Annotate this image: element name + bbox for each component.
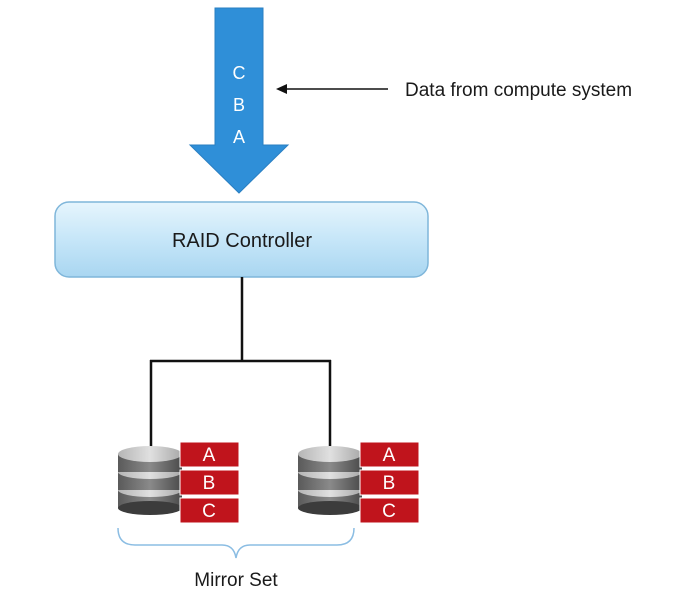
mirror-set-brace — [117, 527, 355, 559]
raid-controller-label: RAID Controller — [172, 230, 312, 252]
source-label: Data from compute system — [405, 80, 632, 101]
data-block — [359, 497, 420, 524]
disk-stack-icon — [298, 446, 362, 515]
source-pointer — [276, 84, 388, 94]
mirror-set-label: Mirror Set — [194, 570, 278, 591]
source-pointer-head — [276, 84, 287, 94]
connection-lines — [149, 277, 332, 450]
data-block — [179, 469, 240, 496]
disk-left: A B C — [118, 441, 240, 524]
disk-right: A B C — [298, 441, 420, 524]
raid-controller: RAID Controller — [54, 201, 429, 278]
block-label: B — [203, 473, 216, 494]
disk-stack-icon — [118, 446, 182, 515]
data-block — [179, 497, 240, 524]
arrow-letter-a: A — [233, 127, 245, 147]
data-arrow: C B A — [188, 7, 290, 194]
data-block — [359, 441, 420, 468]
arrow-letter-b: B — [233, 95, 245, 115]
block-label: B — [383, 473, 396, 494]
block-stack: A B C — [179, 441, 240, 524]
block-stack: A B C — [359, 441, 420, 524]
block-label: A — [383, 445, 396, 466]
block-label: C — [382, 501, 396, 522]
data-block — [179, 441, 240, 468]
arrow-letter-c: C — [233, 63, 246, 83]
block-label: C — [202, 501, 216, 522]
data-arrow-shape — [188, 7, 290, 194]
data-block — [359, 469, 420, 496]
block-label: A — [203, 445, 216, 466]
